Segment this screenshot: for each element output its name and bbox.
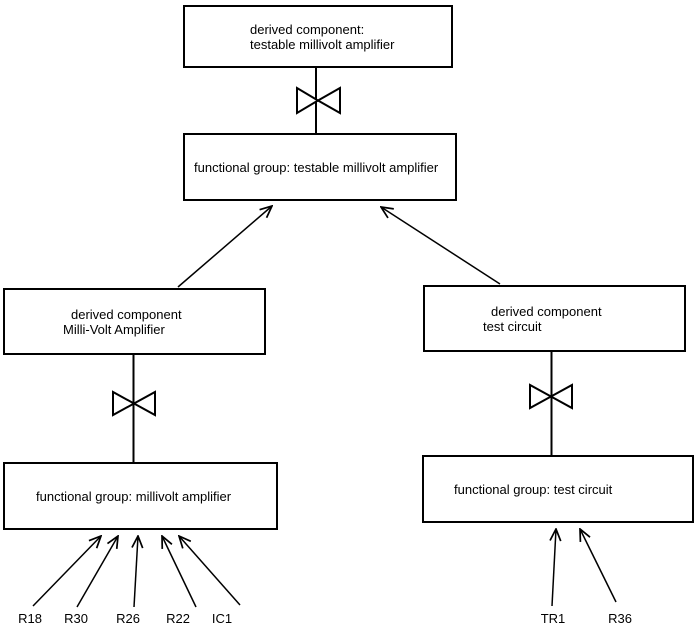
node-fg-testable-millivolt-amplifier: functional group: testable millivolt amp… xyxy=(183,133,457,201)
node-derived-testable-millivolt-amplifier: derived component: testable millivolt am… xyxy=(183,5,453,68)
node-derived-test-circuit: derived component test circuit xyxy=(423,285,686,352)
node-text-line: Milli-Volt Amplifier xyxy=(63,321,165,337)
edge-r26-to-fg-mv xyxy=(134,536,138,608)
component-label-ic1: IC1 xyxy=(211,611,233,626)
bowtie-icon xyxy=(296,86,341,115)
component-label-r30: R30 xyxy=(64,611,88,626)
edge-r22-to-fg-mv xyxy=(162,536,197,608)
node-fg-test-circuit: functional group: test circuit xyxy=(422,455,694,523)
node-text-line: derived component: xyxy=(250,21,365,37)
node-text-line: derived component xyxy=(491,303,602,319)
node-text-line: functional group: testable millivolt amp… xyxy=(194,159,439,175)
node-text-line: functional group: test circuit xyxy=(454,481,613,497)
bowtie-icon xyxy=(112,390,156,417)
node-text-line: derived component xyxy=(71,306,182,322)
node-fg-millivolt-amplifier: functional group: millivolt amplifier xyxy=(3,462,278,530)
edge-r30-to-fg-mv xyxy=(76,536,118,608)
component-label-tr1: TR1 xyxy=(540,611,566,626)
node-text-line: functional group: millivolt amplifier xyxy=(36,488,232,504)
edge-derived-mv-to-fg-testable xyxy=(177,206,272,288)
node-text-line: testable millivolt amplifier xyxy=(250,36,395,52)
edge-r36-to-fg-test xyxy=(580,529,617,603)
edge-tr1-to-fg-test xyxy=(552,529,556,607)
node-text-line: test circuit xyxy=(483,318,542,334)
edge-r18-to-fg-mv xyxy=(32,536,101,607)
edge-derived-test-to-fg-testable xyxy=(381,207,501,285)
component-label-r26: R26 xyxy=(116,611,140,626)
edge-ic1-to-fg-mv xyxy=(179,536,241,606)
node-derived-millivolt-amplifier: derived component Milli-Volt Amplifier xyxy=(3,288,266,355)
bowtie-icon xyxy=(529,383,573,410)
component-label-r22: R22 xyxy=(166,611,190,626)
component-label-r36: R36 xyxy=(608,611,632,626)
component-label-r18: R18 xyxy=(18,611,42,626)
